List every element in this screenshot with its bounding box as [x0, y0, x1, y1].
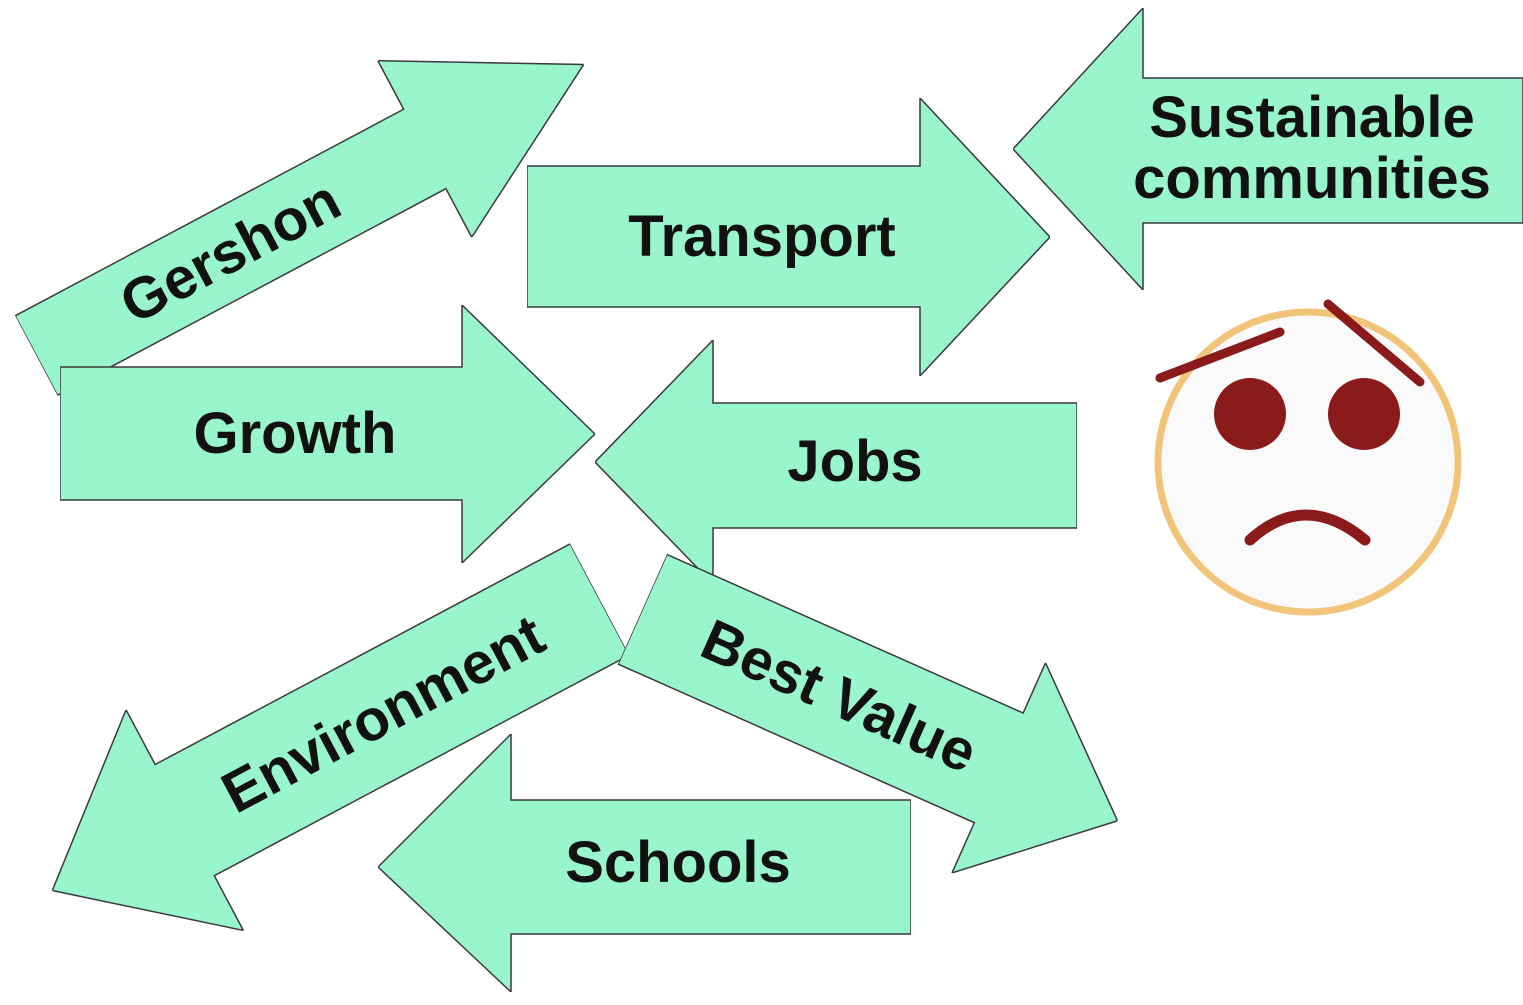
arrow-jobs: Jobs — [593, 338, 1078, 586]
arrow-label: Growth — [193, 400, 397, 466]
arrow-shape — [1011, 6, 1523, 292]
arrow-growth: Growth — [59, 303, 597, 565]
label-line-1: Sustainable — [1149, 85, 1475, 151]
arrow-environment: Environment — [0, 489, 658, 1001]
arrow-label: Schools — [565, 829, 791, 895]
sad-face-icon — [1130, 290, 1480, 620]
arrow-label: Sustainable communities — [1101, 79, 1523, 219]
arrow-shape — [51, 542, 631, 932]
label-line-2: communities — [1133, 146, 1491, 211]
arrow-gershon: Gershon — [0, 0, 631, 444]
arrow-shape — [617, 553, 1119, 875]
arrow-label: Jobs — [787, 428, 923, 494]
arrow-best-value: Best Value — [596, 504, 1165, 926]
arrow-schools: Schools — [376, 732, 912, 994]
arrow-sustainable-communities: Sustainable communities — [1011, 6, 1523, 292]
arrow-shape — [14, 59, 586, 397]
arrow-shape — [526, 96, 1052, 378]
arrow-label: Transport — [628, 203, 896, 269]
arrow-shape — [59, 303, 597, 565]
arrow-transport: Transport — [526, 96, 1052, 378]
